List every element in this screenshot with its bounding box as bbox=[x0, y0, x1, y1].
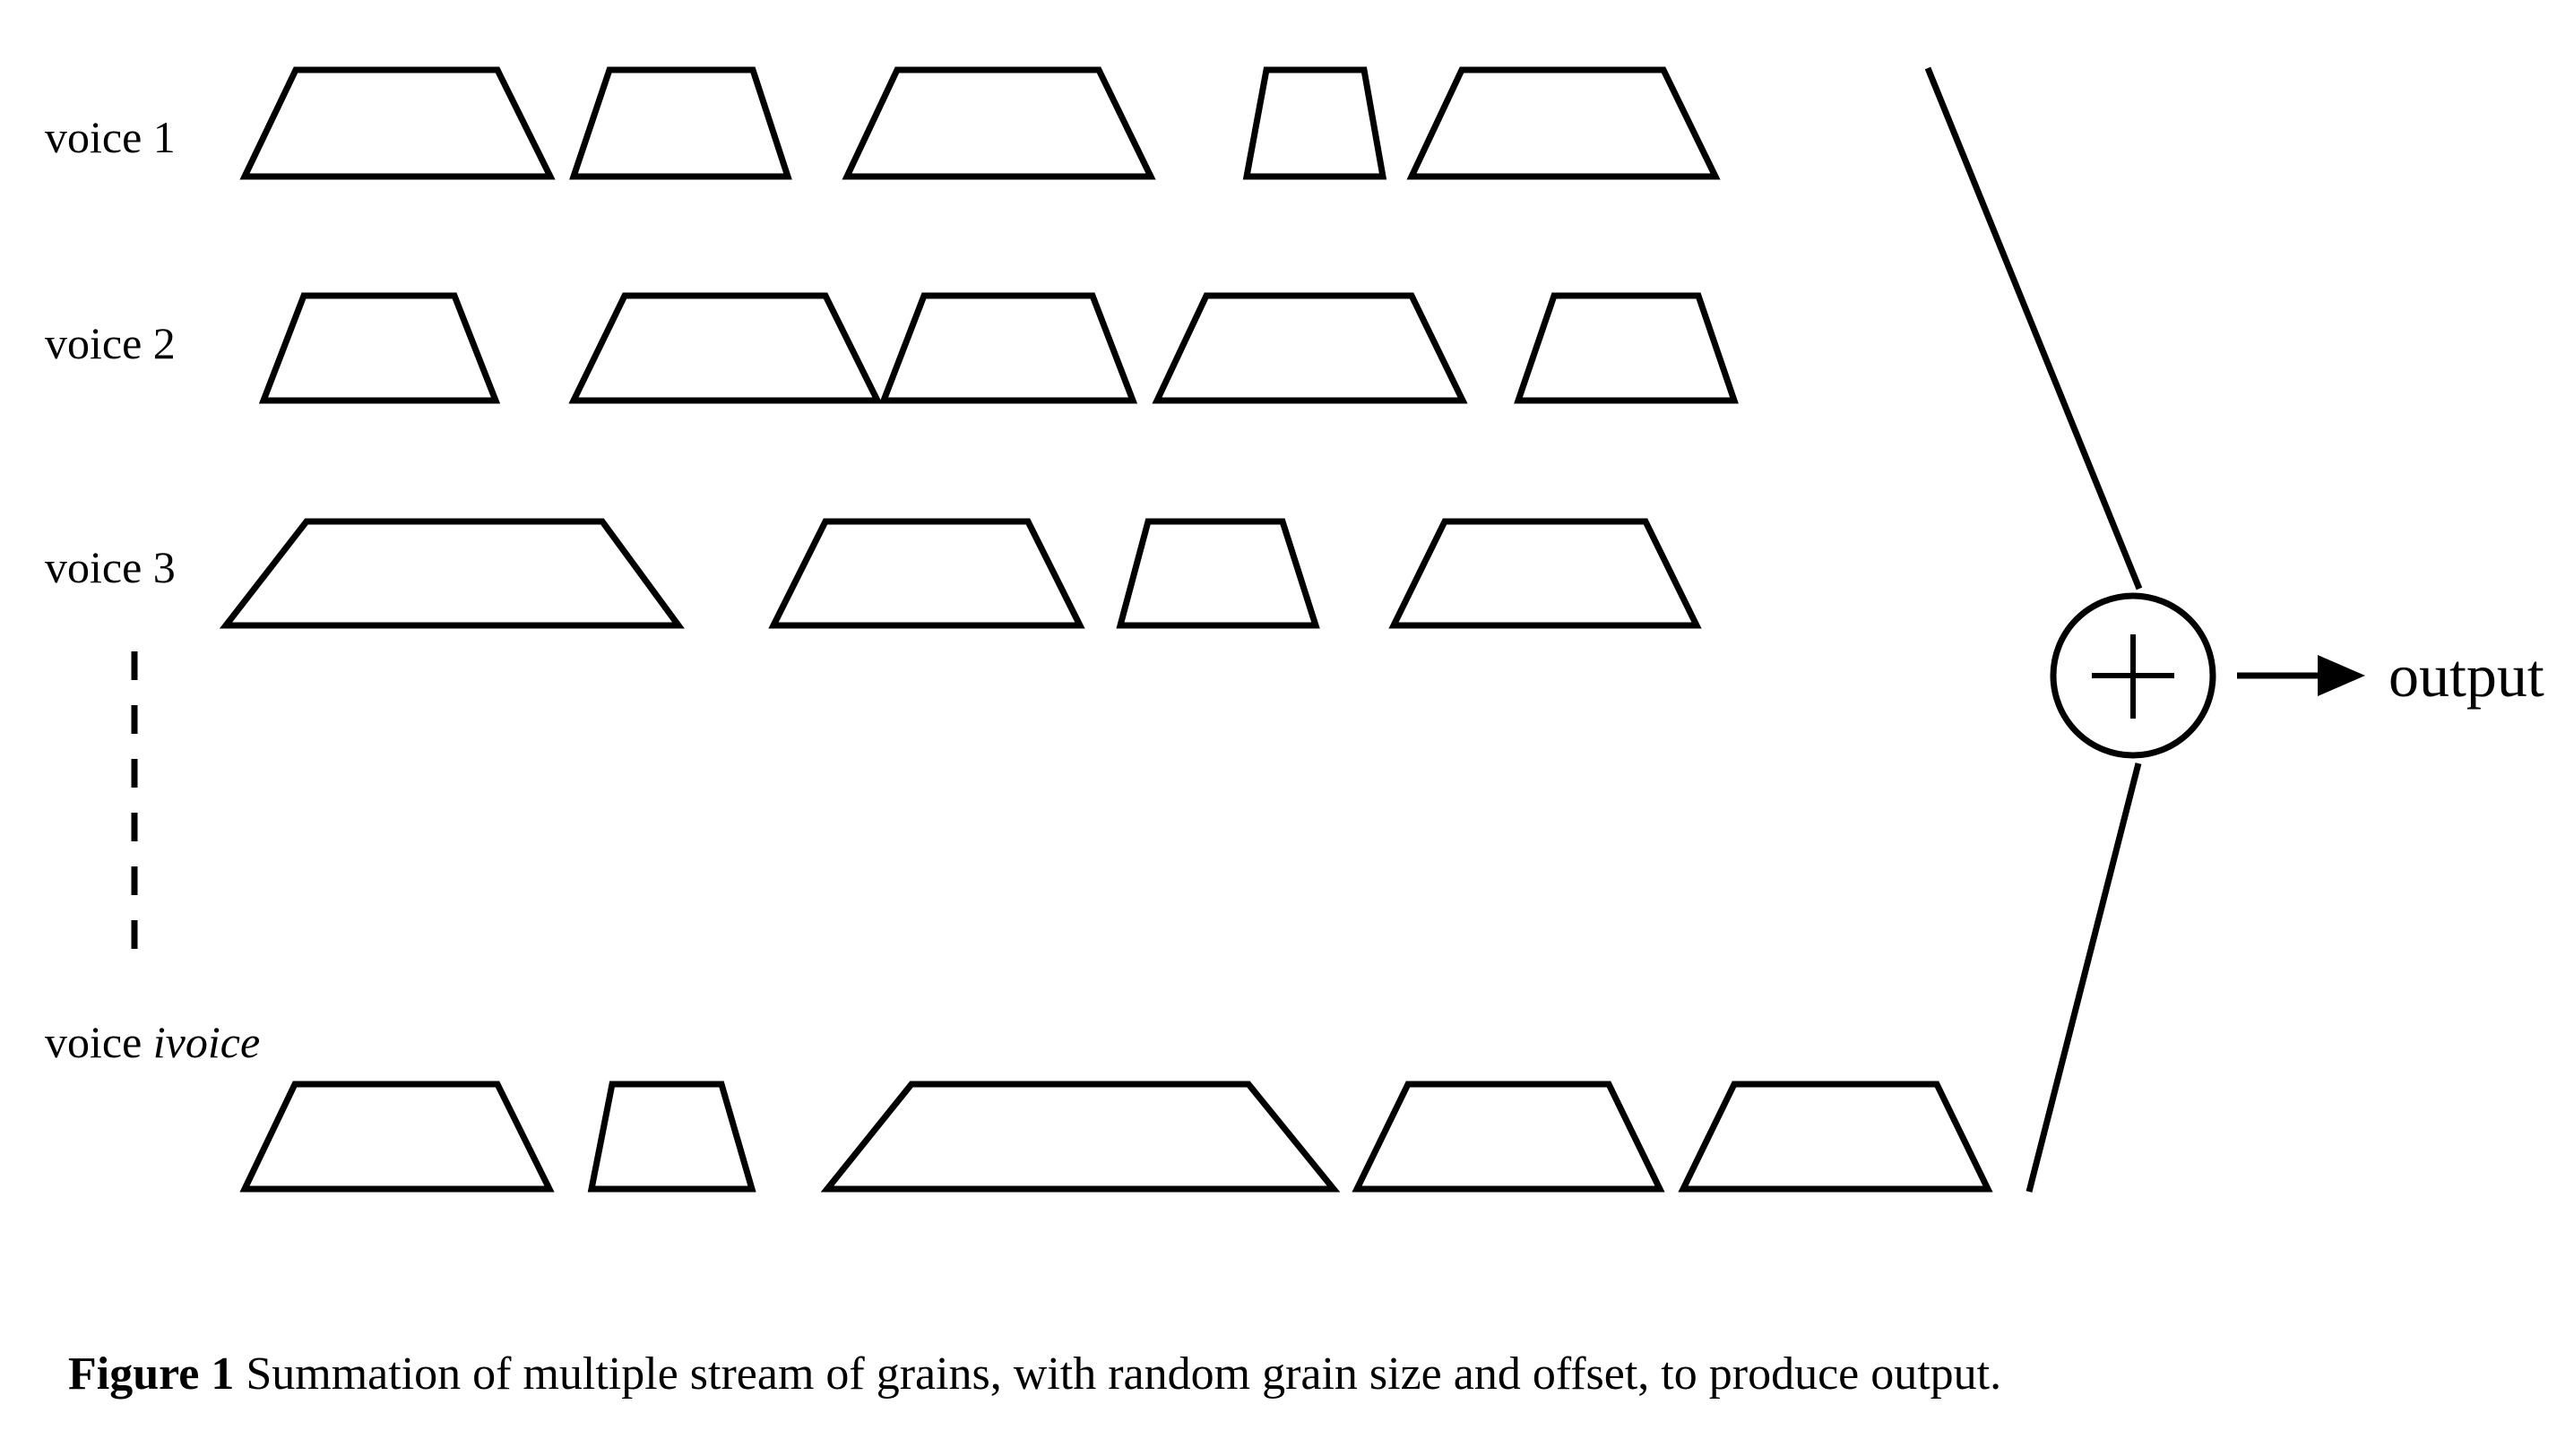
voice-ivoice-index: ivoice bbox=[152, 1017, 261, 1067]
grain bbox=[878, 292, 1138, 404]
grain bbox=[1242, 66, 1387, 180]
grain bbox=[239, 66, 556, 180]
voice-ivoice-prefix: voice bbox=[45, 1017, 153, 1067]
grain bbox=[258, 292, 501, 404]
voice-3-grain-stream bbox=[219, 518, 1702, 629]
grain bbox=[768, 518, 1085, 629]
grain bbox=[842, 66, 1156, 180]
figure-caption-label: Figure 1 bbox=[68, 1348, 235, 1400]
grain bbox=[219, 518, 685, 629]
voice-ivoice-grain-stream bbox=[239, 1081, 1993, 1193]
summation-line-bottom bbox=[2026, 762, 2142, 1193]
voice-2-grain-stream bbox=[258, 292, 1739, 404]
grain bbox=[1116, 518, 1320, 629]
grain bbox=[569, 66, 792, 180]
summation-line-top bbox=[1924, 66, 2143, 590]
grain bbox=[587, 1081, 756, 1193]
grain bbox=[1152, 292, 1468, 404]
figure-caption: Figure 1 Summation of multiple stream of… bbox=[68, 1351, 2001, 1398]
voice-2-label: voice 2 bbox=[45, 318, 176, 368]
grain bbox=[1406, 66, 1721, 180]
grain bbox=[820, 1081, 1341, 1193]
output-arrow-head bbox=[2318, 655, 2365, 696]
grain bbox=[239, 1081, 555, 1193]
grain bbox=[1678, 1081, 1993, 1193]
voice-3-label: voice 3 bbox=[45, 542, 176, 592]
output-label: output bbox=[2388, 642, 2544, 710]
grain bbox=[568, 292, 883, 404]
voice-ivoice-label: voice ivoice bbox=[45, 1020, 260, 1064]
grain bbox=[1352, 1081, 1665, 1193]
summation-circle bbox=[2050, 592, 2216, 759]
voice-1-grain-stream bbox=[239, 66, 1721, 180]
figure-caption-text: Summation of multiple stream of grains, … bbox=[234, 1348, 2002, 1400]
grain bbox=[1388, 518, 1702, 629]
grain bbox=[1514, 292, 1739, 404]
voice-1-label: voice 1 bbox=[45, 112, 176, 162]
